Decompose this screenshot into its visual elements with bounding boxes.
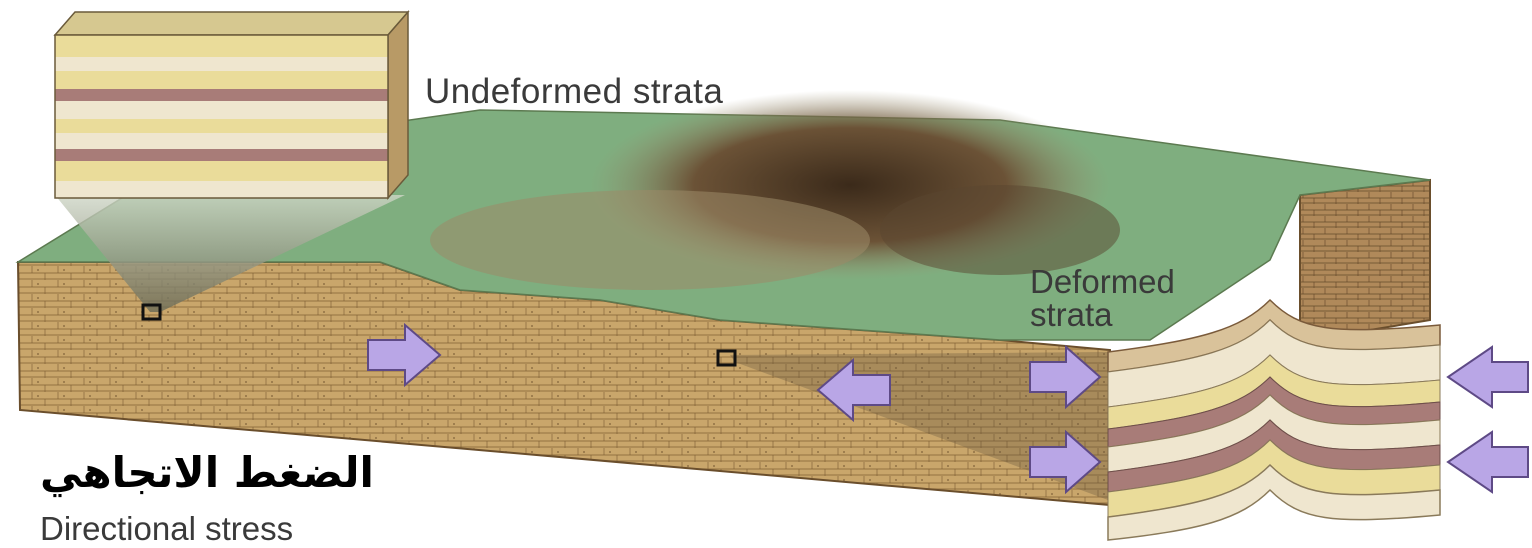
hill-terrain	[880, 185, 1120, 275]
arabic-title: الضغط الاتجاهي	[40, 448, 374, 497]
cube-front-strata	[55, 35, 388, 198]
cube-top	[55, 12, 408, 35]
rock-block-side	[1300, 180, 1430, 330]
deformed-strata-label-line2: strata	[1030, 296, 1113, 334]
directional-stress-label: Directional stress	[40, 510, 293, 548]
stress-arrow-left-3	[1448, 432, 1528, 492]
cube-side	[388, 12, 408, 198]
valley-terrain	[430, 190, 870, 290]
undeformed-strata-label: Undeformed strata	[425, 72, 723, 112]
deformed-strata-block	[1108, 300, 1440, 540]
stress-arrow-left-2	[1448, 347, 1528, 407]
undeformed-strata-cube	[55, 12, 408, 198]
